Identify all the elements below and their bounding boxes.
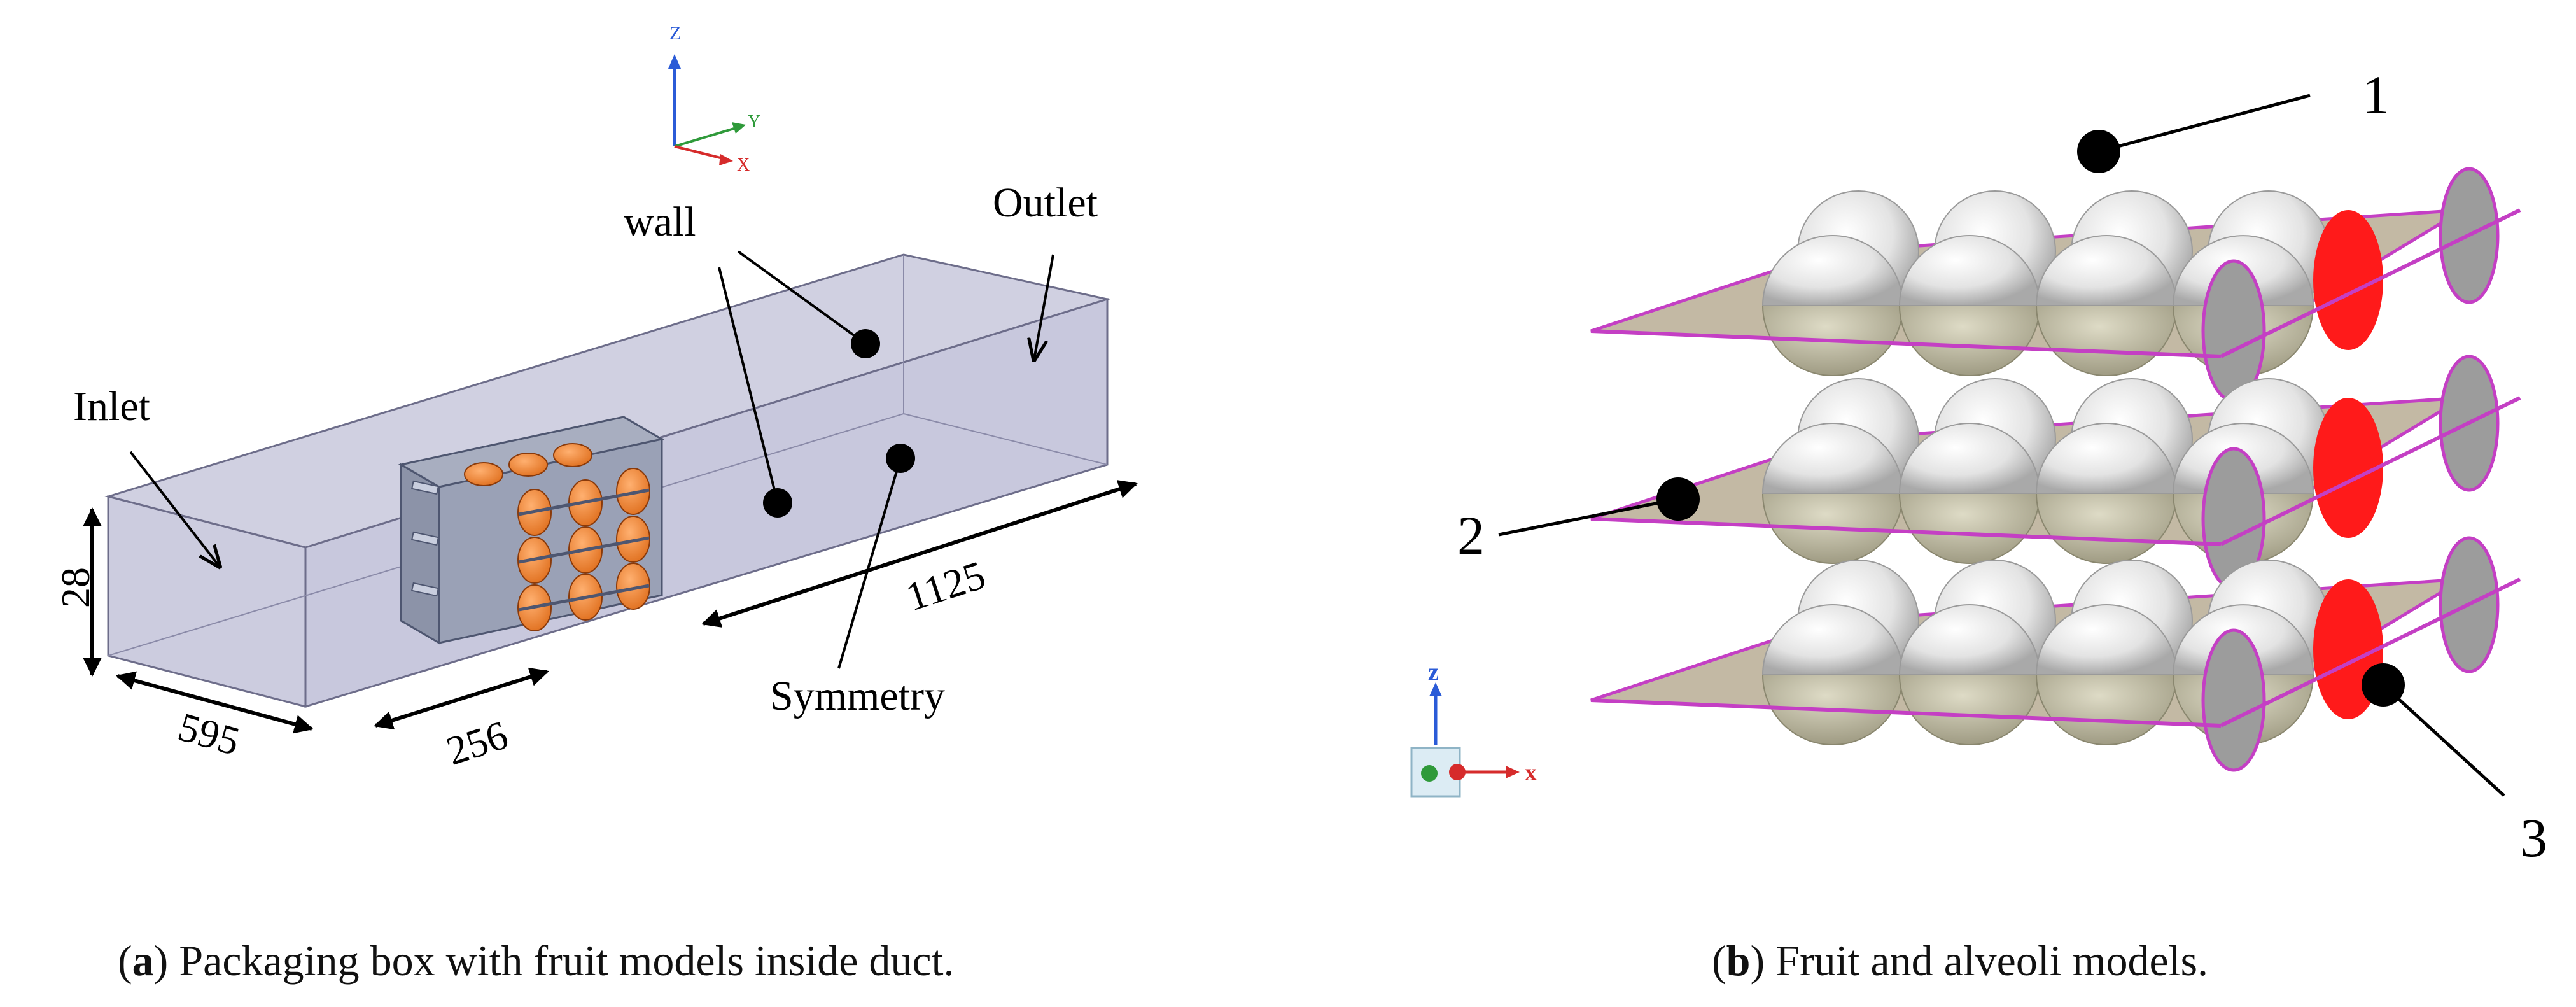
- z-arrowhead: [668, 54, 681, 69]
- y-axis-label: Y: [748, 112, 760, 132]
- tray-slots: [411, 480, 439, 597]
- fruit-sphere-upper: [1898, 235, 2041, 306]
- dimension-arrows: [83, 480, 1138, 734]
- alveoli-layer: [1590, 536, 2521, 772]
- inlet-pointer: [129, 451, 220, 567]
- fruit-models: [464, 443, 650, 631]
- outlet-pointer: [1034, 254, 1054, 360]
- tray-front-edge: [1590, 329, 2222, 358]
- callout-2-leader: [1498, 497, 1679, 537]
- fruit-sphere-lower: [2035, 493, 2178, 564]
- wall-pointer-top: [737, 250, 867, 345]
- x-axis-label: X: [737, 155, 750, 175]
- caption-b: (b) Fruit and alveoli models.: [1712, 936, 2209, 985]
- fruit-sphere-upper: [2035, 423, 2178, 494]
- box-length-dimension-arrow: [374, 667, 549, 730]
- tray-side-edge: [2220, 396, 2521, 546]
- fruit-sphere-upper: [2035, 235, 2178, 306]
- fruit-section-disc: [2201, 628, 2266, 772]
- fruit: [508, 453, 548, 477]
- duct-hidden-edge-2: [903, 413, 1108, 465]
- caption-b-letter: b: [1726, 936, 1751, 985]
- tray-side-edge: [2220, 208, 2521, 358]
- callout-1-label: 1: [2362, 64, 2390, 125]
- box-length-dimension-label: 256: [441, 712, 513, 773]
- x-arrowhead-b: [1506, 766, 1520, 778]
- caption-b-text: Fruit and alveoli models.: [1775, 936, 2209, 985]
- axis-triad-a: Z Y X: [668, 23, 760, 175]
- fruit-sphere-upper: [1898, 423, 2041, 494]
- z-arrowhead-b: [1429, 682, 1442, 696]
- caption-a-text: Packaging box with fruit models inside d…: [179, 936, 955, 985]
- symmetry-label: Symmetry: [770, 673, 945, 719]
- alveoli-layer: [1590, 355, 2521, 591]
- fruit-sphere-lower: [1898, 305, 2041, 376]
- fruit: [464, 462, 503, 486]
- tray-side-edge: [2220, 577, 2521, 728]
- x-axis-label-b: x: [1525, 759, 1537, 786]
- packaging-box: [398, 416, 665, 645]
- fruit-sphere-upper: [1761, 235, 1904, 306]
- z-axis-label: Z: [669, 23, 681, 44]
- axis-triad-b: z x: [1410, 659, 1537, 798]
- inlet-label: Inlet: [73, 383, 150, 430]
- width-dimension-arrow: [116, 671, 314, 734]
- x-axis-arrow: [674, 145, 726, 160]
- tray-front-edge: [1590, 698, 2222, 728]
- fruit-sphere-lower: [1898, 674, 2041, 745]
- x-axis-dot: [1449, 764, 1466, 780]
- fruit: [616, 516, 650, 563]
- fruit-sphere-lower: [1898, 493, 2041, 564]
- alveoli-layers: [1590, 167, 2521, 772]
- caption-a-letter: a: [132, 936, 154, 985]
- tray-front-edge: [1590, 517, 2222, 546]
- fruit: [616, 468, 650, 515]
- y-arrowhead: [732, 122, 746, 134]
- fruit: [616, 563, 650, 610]
- fruit-sphere-upper: [1898, 604, 2041, 675]
- y-axis-arrow: [674, 126, 739, 148]
- x-arrowhead: [719, 154, 733, 165]
- width-dimension-label: 595: [174, 704, 245, 764]
- duct-length-dimension-arrow: [701, 480, 1138, 628]
- wall-pointer-side: [718, 267, 779, 504]
- callout-3-leader: [2382, 684, 2505, 797]
- panel-b: 1 2 3 z x: [1410, 64, 2547, 868]
- fruit-rods: [518, 488, 650, 612]
- fruit-sphere-lower: [2035, 674, 2178, 745]
- panel-a: Z Y X 28 595 256 1125 Inlet Outlet wall …: [53, 23, 1138, 774]
- height-dimension-label: 28: [53, 567, 98, 608]
- alveoli-layer: [1590, 167, 2521, 403]
- wall-marker-side: [763, 488, 792, 518]
- fruit-sphere-upper: [1761, 423, 1904, 494]
- fruit: [553, 443, 592, 467]
- callout-1-leader: [2098, 94, 2311, 153]
- callout-2-label: 2: [1457, 505, 1485, 566]
- fruit-sphere-upper: [1761, 604, 1904, 675]
- wall-marker-top: [851, 329, 880, 358]
- highlighted-fruit-section: [2313, 210, 2383, 350]
- duct-length-dimension-label: 1125: [900, 552, 990, 619]
- wall-label: wall: [624, 199, 696, 245]
- y-axis-dot: [1421, 765, 1438, 782]
- symmetry-pointer: [837, 458, 902, 669]
- callout-3-label: 3: [2520, 807, 2547, 868]
- fruit-sphere-upper: [2035, 604, 2178, 675]
- caption-a: (a) Packaging box with fruit models insi…: [118, 936, 955, 985]
- outlet-label: Outlet: [993, 180, 1098, 226]
- fruit-sphere-lower: [2035, 305, 2178, 376]
- highlighted-fruit-section: [2313, 398, 2383, 538]
- z-axis-label-b: z: [1428, 659, 1439, 686]
